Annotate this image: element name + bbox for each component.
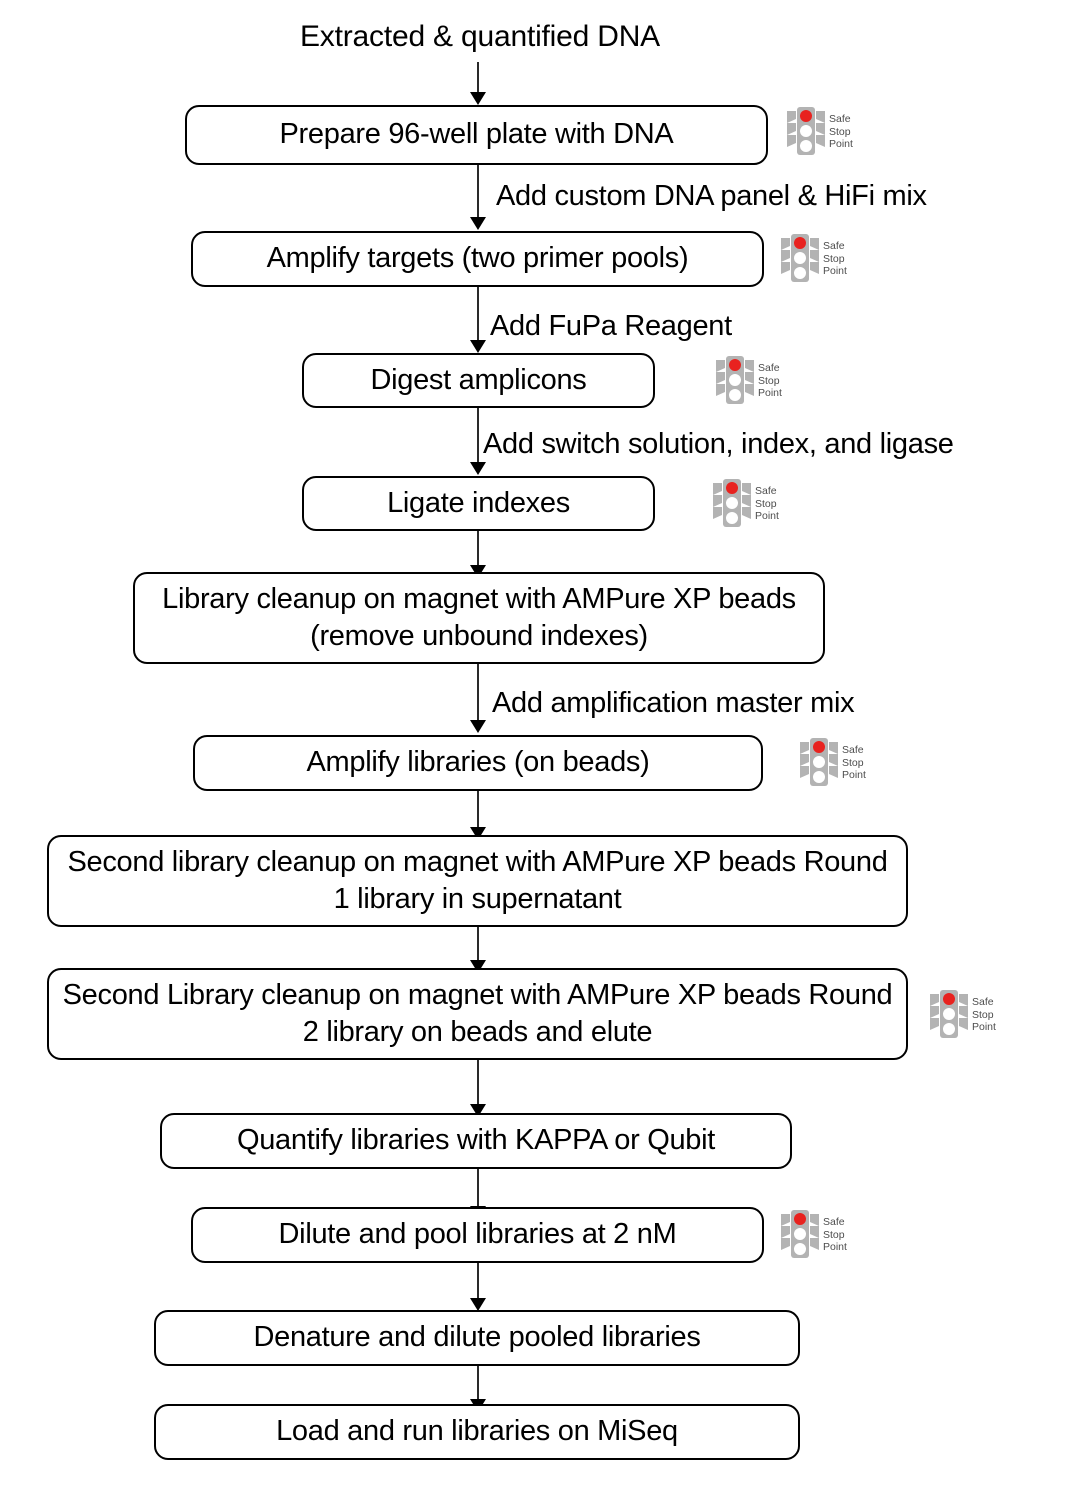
marker-line-3: Point — [755, 510, 779, 523]
connector-n11-to-n12 — [477, 1366, 479, 1402]
marker-line-3: Point — [823, 1241, 847, 1254]
safe-stop-point-marker: Safe Stop Point — [929, 989, 996, 1041]
marker-line-3: Point — [972, 1021, 996, 1034]
marker-line-1: Safe — [842, 743, 864, 756]
traffic-light-icon — [800, 738, 838, 786]
node-prepare-plate[interactable]: Prepare 96-well plate with DNA — [185, 105, 768, 165]
node-denature-dilute[interactable]: Denature and dilute pooled libraries — [154, 1310, 800, 1366]
connector-n9-to-n10 — [477, 1169, 479, 1209]
safe-stop-point-marker: Safe Stop Point — [715, 355, 782, 407]
traffic-light-icon — [781, 1210, 819, 1258]
node-label: Dilute and pool libraries at 2 nM — [278, 1218, 677, 1251]
marker-line-2: Stop — [758, 374, 780, 387]
node-label: Amplify targets (two primer pools) — [266, 242, 689, 275]
connector-n3-to-n4 — [477, 408, 479, 464]
node-second-cleanup-round1[interactable]: Second library cleanup on magnet with AM… — [47, 835, 908, 927]
node-dilute-pool-libraries[interactable]: Dilute and pool libraries at 2 nM — [191, 1207, 764, 1263]
marker-line-1: Safe — [823, 239, 845, 252]
safe-stop-point-marker: Safe Stop Point — [780, 233, 847, 285]
node-amplify-libraries[interactable]: Amplify libraries (on beads) — [193, 735, 763, 791]
node-library-cleanup[interactable]: Library cleanup on magnet with AMPure XP… — [133, 572, 825, 664]
node-label: Denature and dilute pooled libraries — [253, 1321, 701, 1354]
arrowhead-n5-to-n6 — [470, 720, 486, 733]
connector-n6-to-n7 — [477, 791, 479, 830]
start-label: Extracted & quantified DNA — [300, 20, 660, 53]
traffic-light-icon — [930, 990, 968, 1038]
node-label: Second library cleanup on magnet with AM… — [67, 845, 888, 915]
arrowhead-start-to-n1 — [470, 92, 486, 105]
safe-stop-point-marker: Safe Stop Point — [712, 478, 779, 530]
safe-stop-point-label: Safe Stop Point — [972, 996, 996, 1034]
safe-stop-point-marker: Safe Stop Point — [780, 1209, 847, 1261]
node-amplify-targets[interactable]: Amplify targets (two primer pools) — [191, 231, 764, 287]
marker-line-2: Stop — [755, 497, 777, 510]
connector-n2-to-n3 — [477, 287, 479, 342]
edge-label-add-fupa: Add FuPa Reagent — [490, 310, 732, 342]
marker-line-3: Point — [829, 138, 853, 151]
marker-line-2: Stop — [823, 1228, 845, 1241]
node-label: Library cleanup on magnet with AMPure XP… — [162, 582, 796, 652]
edge-label-add-amplification-mix: Add amplification master mix — [492, 687, 855, 719]
node-second-cleanup-round2[interactable]: Second Library cleanup on magnet with AM… — [47, 968, 908, 1060]
safe-stop-point-label: Safe Stop Point — [758, 362, 782, 400]
marker-line-1: Safe — [755, 484, 777, 497]
connector-start-to-n1 — [477, 62, 479, 94]
marker-line-1: Safe — [972, 995, 994, 1008]
safe-stop-point-label: Safe Stop Point — [829, 113, 853, 151]
connector-n8-to-n9 — [477, 1060, 479, 1107]
marker-line-2: Stop — [972, 1008, 994, 1021]
marker-line-3: Point — [823, 265, 847, 278]
arrowhead-n10-to-n11 — [470, 1298, 486, 1311]
arrowhead-n3-to-n4 — [470, 462, 486, 475]
safe-stop-point-marker: Safe Stop Point — [799, 737, 866, 789]
edge-label-add-panel: Add custom DNA panel & HiFi mix — [496, 180, 927, 212]
marker-line-3: Point — [758, 387, 782, 400]
traffic-light-icon — [713, 479, 751, 527]
arrowhead-n1-to-n2 — [470, 217, 486, 230]
traffic-light-icon — [781, 234, 819, 282]
node-digest-amplicons[interactable]: Digest amplicons — [302, 353, 655, 408]
connector-n1-to-n2 — [477, 165, 479, 219]
marker-line-2: Stop — [823, 252, 845, 265]
connector-n10-to-n11 — [477, 1263, 479, 1301]
safe-stop-point-label: Safe Stop Point — [823, 1216, 847, 1254]
marker-line-1: Safe — [829, 112, 851, 125]
connector-n5-to-n6 — [477, 664, 479, 722]
traffic-light-icon — [716, 356, 754, 404]
arrowhead-n2-to-n3 — [470, 340, 486, 353]
connector-n4-to-n5 — [477, 531, 479, 568]
marker-line-1: Safe — [758, 361, 780, 374]
safe-stop-point-marker: Safe Stop Point — [786, 106, 853, 158]
node-label: Digest amplicons — [370, 363, 587, 396]
safe-stop-point-label: Safe Stop Point — [823, 240, 847, 278]
node-ligate-indexes[interactable]: Ligate indexes — [302, 476, 655, 531]
safe-stop-point-label: Safe Stop Point — [842, 744, 866, 782]
node-label: Amplify libraries (on beads) — [306, 746, 650, 779]
marker-line-2: Stop — [842, 756, 864, 769]
node-quantify-libraries[interactable]: Quantify libraries with KAPPA or Qubit — [160, 1113, 792, 1169]
marker-line-2: Stop — [829, 125, 851, 138]
node-load-run-miseq[interactable]: Load and run libraries on MiSeq — [154, 1404, 800, 1460]
node-label: Load and run libraries on MiSeq — [276, 1415, 678, 1448]
traffic-light-icon — [787, 107, 825, 155]
marker-line-1: Safe — [823, 1215, 845, 1228]
safe-stop-point-label: Safe Stop Point — [755, 485, 779, 523]
node-label: Prepare 96-well plate with DNA — [279, 118, 674, 151]
node-label: Second Library cleanup on magnet with AM… — [62, 978, 893, 1048]
edge-label-add-switch-solution: Add switch solution, index, and ligase — [483, 428, 954, 460]
node-label: Ligate indexes — [387, 486, 570, 519]
node-label: Quantify libraries with KAPPA or Qubit — [236, 1124, 716, 1157]
marker-line-3: Point — [842, 769, 866, 782]
connector-n7-to-n8 — [477, 927, 479, 963]
